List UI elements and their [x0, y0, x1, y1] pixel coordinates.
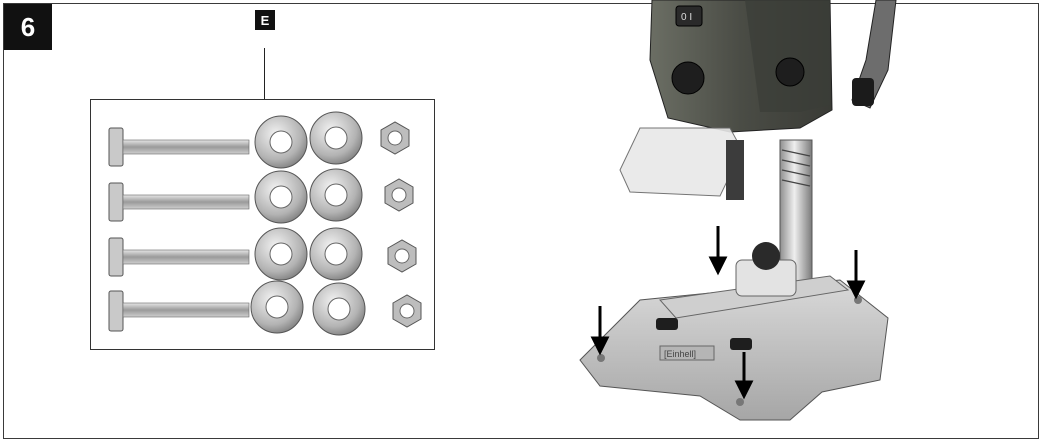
vice-clamp-left	[656, 318, 678, 330]
arrow-down-icon	[590, 306, 610, 356]
mount-hole	[736, 398, 744, 406]
brand-plate-text: [Einhell]	[664, 349, 696, 359]
parts-illustration	[108, 111, 422, 336]
power-switch	[675, 5, 703, 27]
leader-line	[264, 48, 265, 100]
vice-clamp-right	[730, 338, 752, 350]
vice-knob	[752, 242, 780, 270]
figure-frame	[3, 3, 1039, 439]
speed-knob	[775, 57, 805, 87]
part-label-e: E	[255, 10, 275, 30]
arrow-down-icon	[846, 250, 866, 300]
bolt-icon	[108, 127, 250, 167]
arrow-down-icon	[734, 352, 754, 400]
mount-hole	[597, 354, 605, 362]
chuck	[726, 140, 744, 200]
figure-number: 6	[4, 4, 52, 50]
chuck-guard	[619, 127, 743, 197]
arrow-down-icon	[708, 226, 728, 276]
switch-label: 0 I	[681, 12, 692, 23]
hex-nut-icon	[380, 121, 410, 155]
washer-icon	[254, 111, 363, 169]
brand-plate	[659, 345, 715, 361]
parts-box	[90, 99, 435, 350]
drill-spring	[781, 149, 811, 187]
depth-knob	[671, 61, 705, 95]
